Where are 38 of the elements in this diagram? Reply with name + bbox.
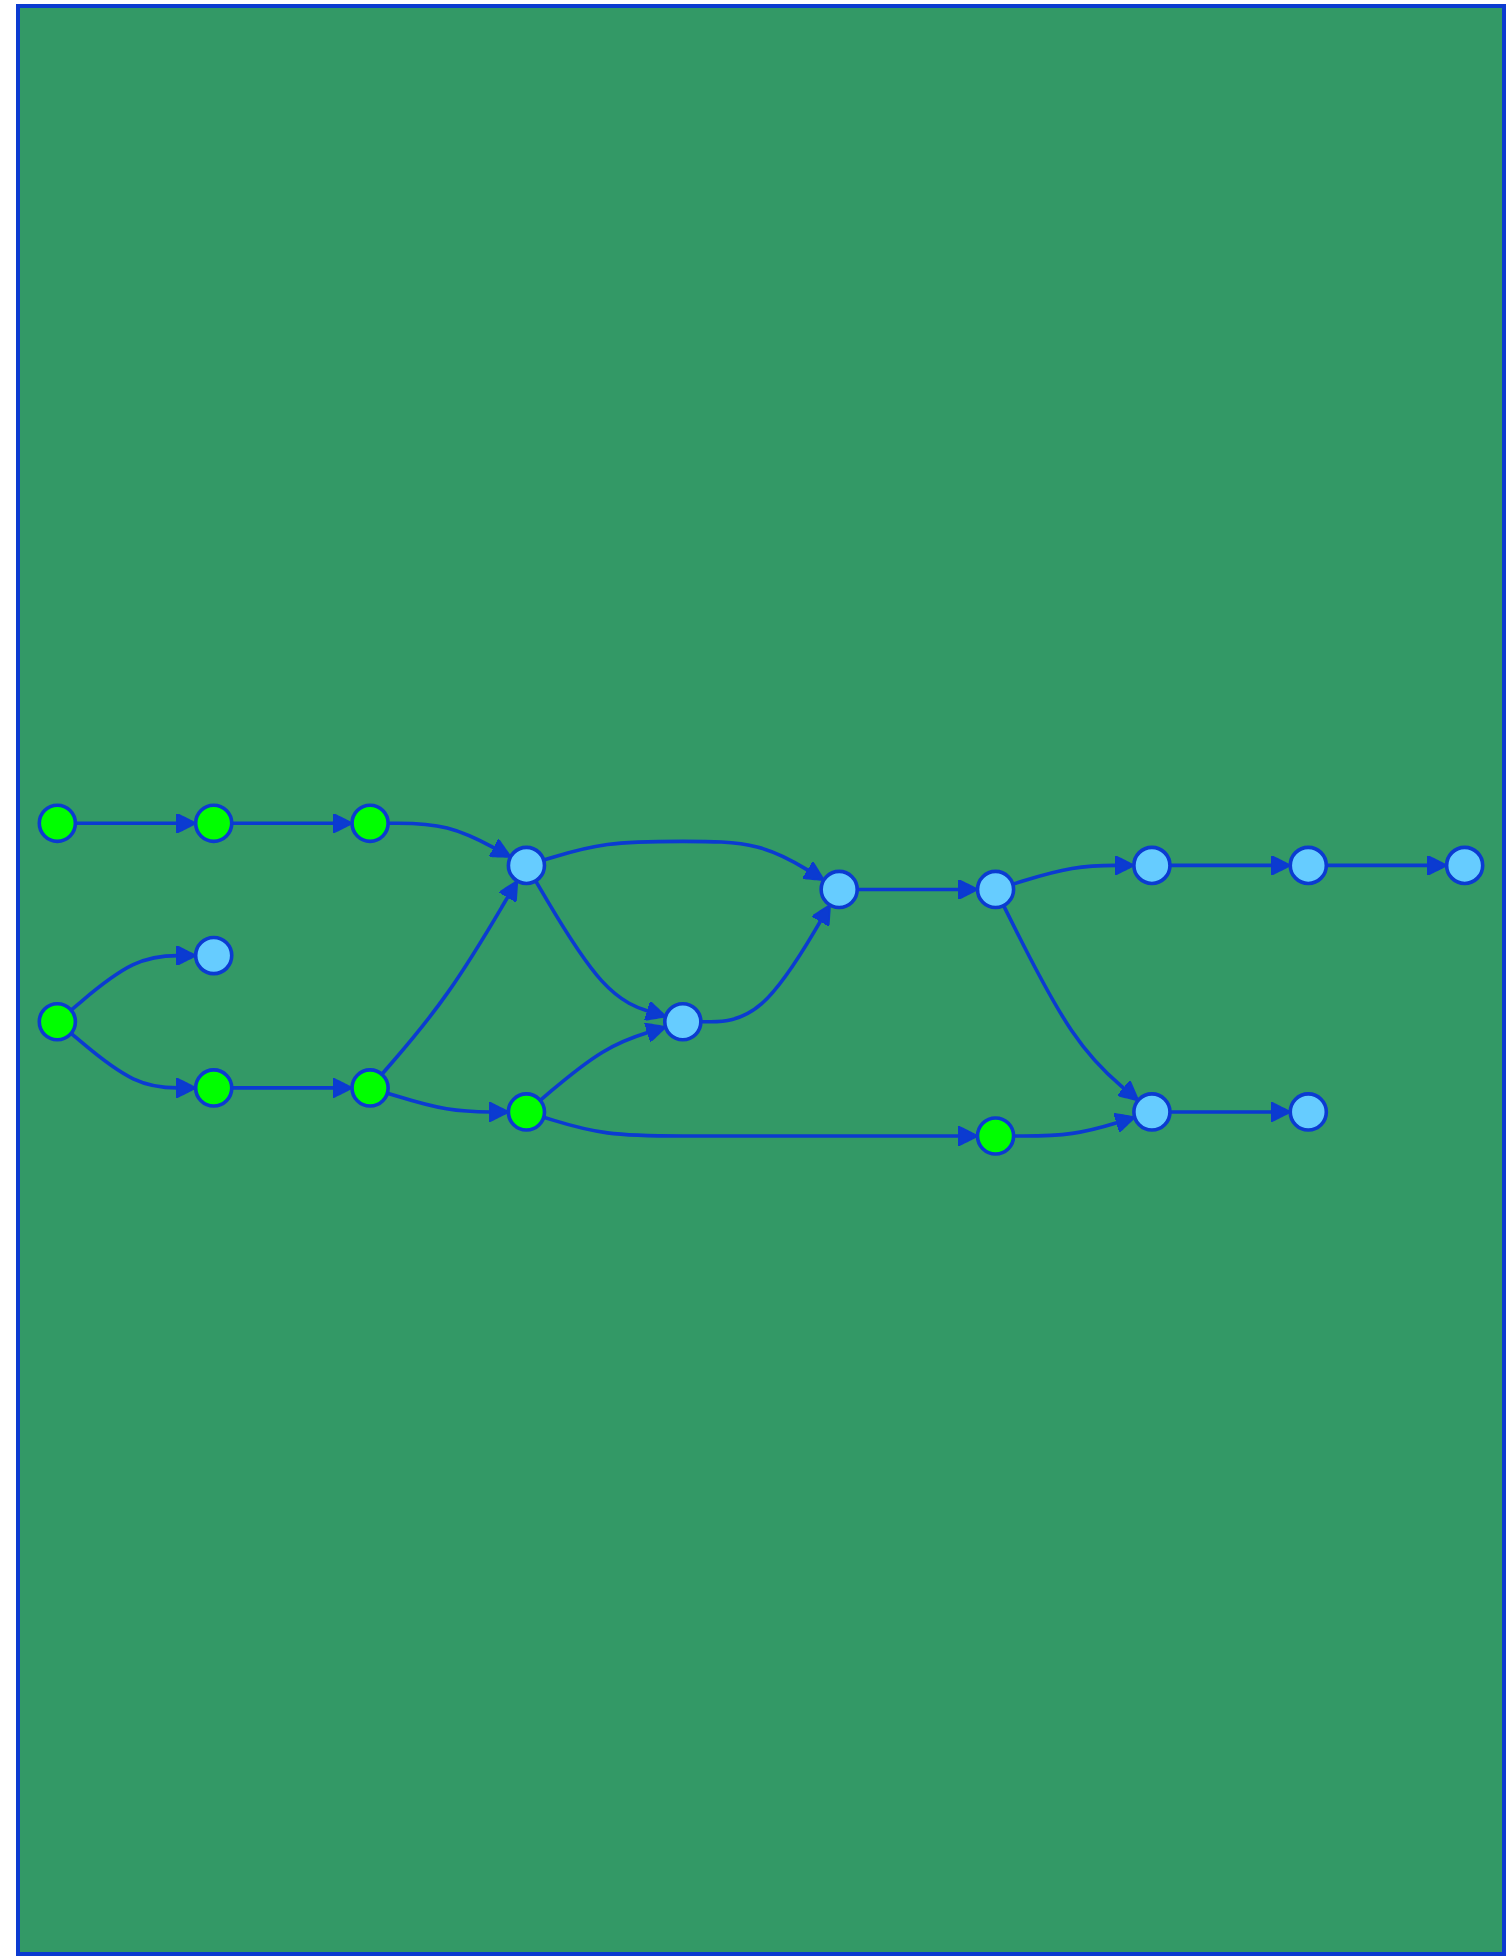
node-ellipse — [1444, 845, 1485, 886]
node-ellipse — [193, 803, 234, 844]
arrow — [1326, 855, 1448, 877]
arrow — [543, 1115, 979, 1147]
node-ellipse — [1132, 1092, 1172, 1133]
node-ellipse — [1288, 845, 1329, 886]
node-ellipse — [37, 1002, 78, 1042]
node-ellipse — [350, 803, 390, 844]
node-ellipse — [975, 869, 1016, 910]
node-ellipse — [662, 1002, 703, 1042]
node-ellipse — [193, 936, 234, 976]
arrow — [857, 879, 979, 901]
arrow — [75, 813, 197, 835]
node-ellipse — [506, 1092, 547, 1133]
arrow — [1013, 1113, 1136, 1139]
node-ellipse — [193, 1068, 234, 1109]
node-ellipse — [975, 1116, 1016, 1157]
arrow — [1169, 1101, 1292, 1123]
node-ellipse — [37, 803, 78, 844]
node-ellipse — [506, 845, 547, 886]
arrow — [388, 821, 512, 859]
arrow — [69, 945, 197, 1012]
arrow — [700, 904, 831, 1024]
arrow — [380, 880, 519, 1076]
arrow — [1012, 855, 1135, 887]
arrow — [1002, 905, 1140, 1102]
arrow — [534, 880, 667, 1022]
node-ellipse — [350, 1068, 390, 1109]
node-ellipse — [1288, 1092, 1329, 1133]
arrow — [539, 1022, 667, 1103]
node-ellipse — [819, 869, 860, 910]
node-ellipse — [1132, 845, 1172, 886]
arrow — [1169, 855, 1292, 877]
arrow — [231, 1077, 353, 1099]
arrow — [543, 839, 825, 882]
arrow — [386, 1091, 510, 1123]
arrow — [231, 813, 353, 835]
arrow — [69, 1032, 197, 1099]
